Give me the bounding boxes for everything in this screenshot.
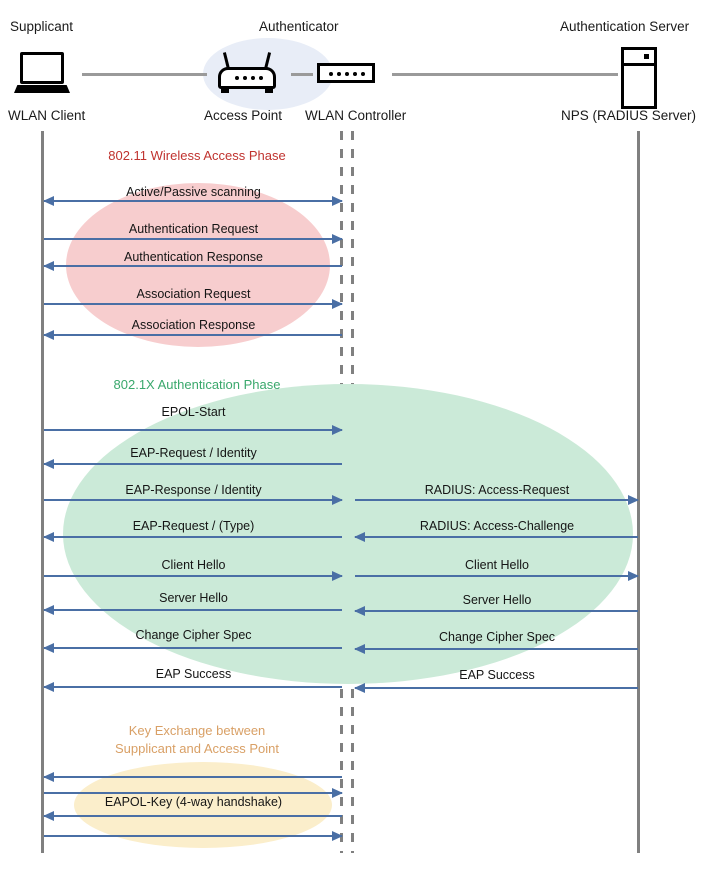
message-label: Association Request	[136, 287, 251, 301]
role-label-authentication-server: Authentication Server	[560, 19, 690, 34]
network-switch-icon	[317, 63, 375, 83]
node-label-wlan-controller: WLAN Controller	[305, 108, 407, 123]
message-label: Authentication Request	[128, 222, 259, 236]
wireless-router-icon	[218, 52, 276, 93]
message-label: Server Hello	[159, 591, 228, 605]
phase-80211-title: 802.11 Wireless Access Phase	[108, 148, 286, 163]
message-label: Change Cipher Spec	[135, 628, 252, 642]
node-label-wlan-client: WLAN Client	[8, 108, 86, 123]
phase-key-exchange-title-line2: Supplicant and Access Point	[114, 741, 280, 756]
phase-8021x-title: 802.1X Authentication Phase	[113, 377, 281, 392]
wire-client-to-ap	[82, 73, 207, 76]
phase-8021x-highlight	[63, 384, 633, 684]
message-label: Server Hello	[462, 593, 532, 607]
laptop-icon	[14, 52, 70, 93]
node-label-nps-radius-server: NPS (RADIUS Server)	[561, 108, 697, 123]
message-label: Change Cipher Spec	[438, 630, 556, 644]
message-label: Client Hello	[161, 558, 226, 572]
message-label: Authentication Response	[124, 250, 263, 264]
role-label-authenticator: Authenticator	[259, 19, 339, 34]
message-label: Association Response	[131, 318, 256, 332]
message-label: RADIUS: Access-Request	[424, 483, 570, 497]
phase-key-exchange-title-line1: Key Exchange between	[128, 723, 266, 738]
wire-ap-to-controller	[291, 73, 313, 76]
server-icon	[621, 47, 657, 109]
message-label: EAPOL-Key (4-way handshake)	[104, 795, 283, 809]
message-label: Client Hello	[465, 558, 529, 572]
message-label: EAP-Response / Identity	[125, 483, 262, 497]
message-label: EAP Success	[155, 667, 232, 681]
message-label: EAP Success	[459, 668, 535, 682]
message-label: EAP-Request / (Type)	[132, 519, 255, 533]
lifeline-supplicant	[41, 131, 44, 853]
message-label: Active/Passive scanning	[126, 185, 261, 199]
lifeline-authentication-server	[637, 131, 640, 853]
wire-controller-to-server	[392, 73, 618, 76]
node-label-access-point: Access Point	[204, 108, 283, 123]
message-label: RADIUS: Access-Challenge	[419, 519, 575, 533]
message-label: EAP-Request / Identity	[130, 446, 257, 460]
message-label: EPOL-Start	[161, 405, 226, 419]
role-label-supplicant: Supplicant	[10, 19, 74, 34]
